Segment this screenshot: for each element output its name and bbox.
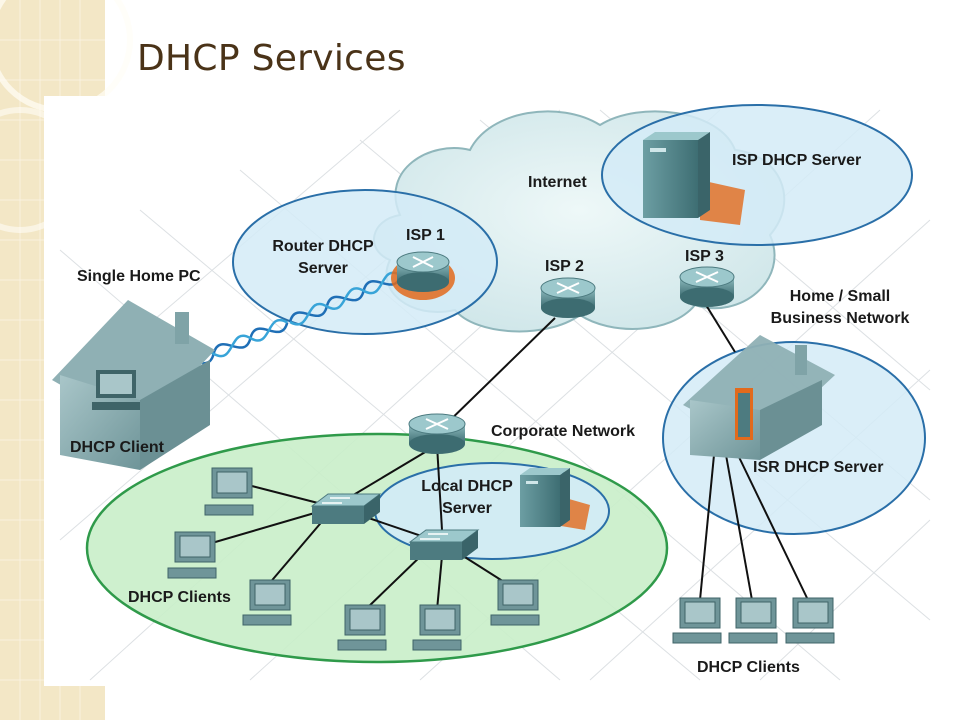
isp1-router-icon: [391, 251, 455, 300]
router-dhcp-server-line1: Router DHCP: [272, 238, 374, 255]
pc-icon: [728, 597, 778, 644]
pc-icon: [785, 597, 835, 644]
home-small-business-line1: Home / Small: [789, 288, 891, 305]
local-dhcp-server-line2: Server: [442, 500, 492, 517]
isp3-label: ISP 3: [685, 248, 724, 265]
pc-icon: [490, 579, 540, 626]
pc-icon: [412, 604, 462, 651]
local-dhcp-server-line1: Local DHCP: [421, 478, 513, 495]
dhcp-clients-left-label: DHCP Clients: [128, 589, 231, 606]
local-dhcp-server-label: Local DHCP Server: [408, 476, 526, 520]
isp-server-icon: [643, 132, 745, 225]
pc-icon: [337, 604, 387, 651]
corporate-network-label: Corporate Network: [491, 423, 636, 440]
home-house-icon: [52, 300, 215, 470]
corporate-router-icon: [408, 413, 466, 454]
router-dhcp-server-label: Router DHCP Server: [258, 236, 388, 280]
router-dhcp-server-line2: Server: [298, 260, 348, 277]
business-house-icon: [683, 335, 835, 460]
isp2-label: ISP 2: [545, 258, 584, 275]
network-links: [204, 304, 809, 611]
switch-icon-2: [408, 529, 480, 560]
local-server-icon: [520, 468, 590, 530]
dhcp-clients-right-label: DHCP Clients: [697, 659, 800, 676]
internet-label: Internet: [528, 174, 587, 191]
pc-icon: [672, 597, 722, 644]
isp1-label: ISP 1: [406, 227, 445, 244]
slide-title: DHCP Services: [137, 38, 406, 79]
pc-icon: [167, 531, 217, 579]
home-small-business-line2: Business Network: [770, 310, 910, 327]
pc-icon: [242, 579, 292, 626]
isp-dhcp-server-label: ISP DHCP Server: [732, 152, 862, 169]
pc-icon: [204, 467, 254, 516]
pc-client-icons: [167, 467, 835, 651]
isr-dhcp-server-label: ISR DHCP Server: [753, 459, 884, 476]
single-home-pc-label: Single Home PC: [77, 268, 201, 285]
switch-icon-1: [310, 493, 382, 524]
isp3-router-icon: [679, 266, 735, 307]
home-small-business-label: Home / Small Business Network: [760, 286, 920, 330]
dhcp-client-label: DHCP Client: [70, 439, 164, 456]
isp2-router-icon: [540, 277, 596, 318]
